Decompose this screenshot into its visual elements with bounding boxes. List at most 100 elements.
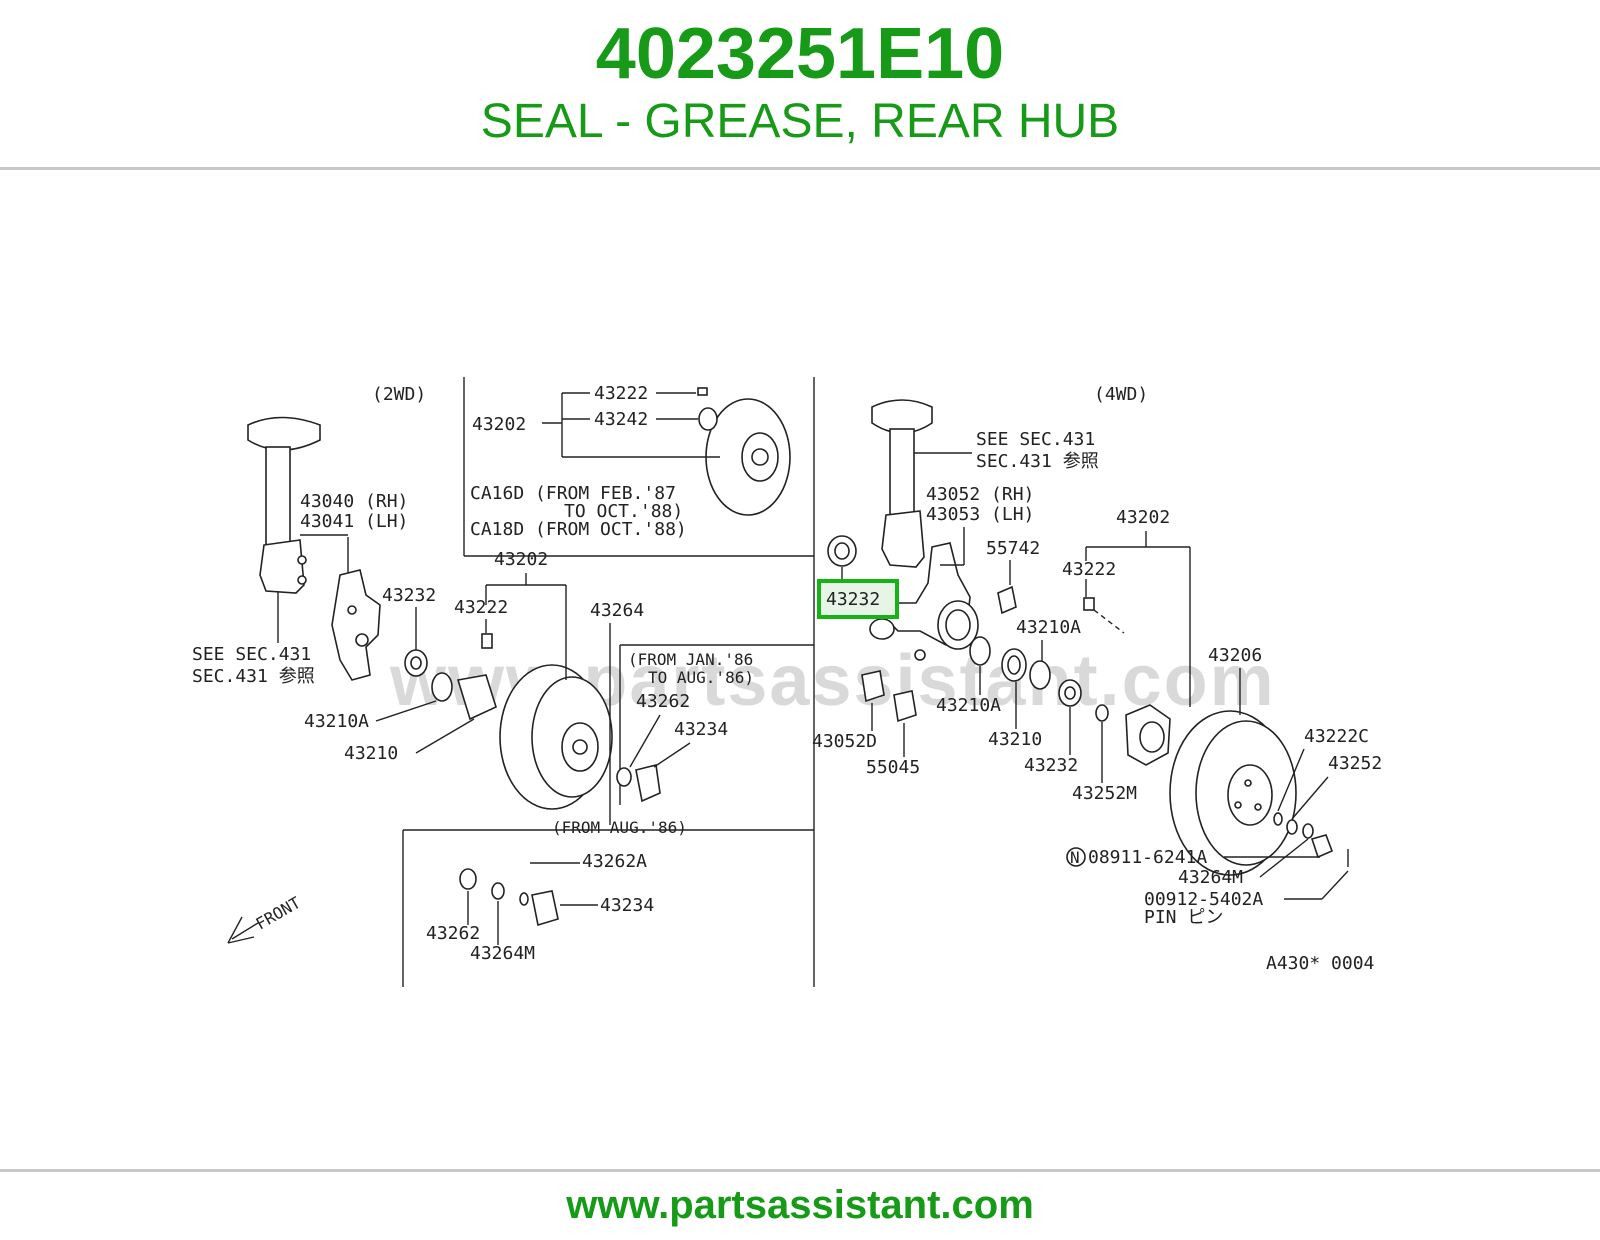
seal-target-inner (834, 542, 850, 560)
snap-ring-2wd (431, 672, 453, 702)
label-43232-2wd: 43232 (382, 585, 436, 606)
leader-43222c (1277, 748, 1305, 812)
label-43041: 43041 (LH) (300, 511, 408, 532)
label-43210-4wd: 43210 (988, 729, 1042, 750)
stud-2wd (481, 633, 493, 649)
label-43210a-2wd: 43210A (304, 711, 369, 732)
part-description: SEAL - GREASE, REAR HUB (480, 95, 1120, 148)
leader-43210a-2wd (375, 700, 437, 722)
label-43202-4wd: 43202 (1116, 507, 1170, 528)
label-inset-43222: 43222 (594, 383, 648, 404)
footer-divider (0, 1169, 1600, 1172)
label-55045: 55045 (866, 757, 920, 778)
label-see-sec-left-2: SEC.431 参照 (192, 666, 315, 687)
highlight-box[interactable] (817, 579, 899, 619)
leader-43234-box (653, 742, 691, 768)
label-43234-aug: 43234 (600, 895, 654, 916)
label-n-prefix: N (1070, 848, 1080, 867)
label-inset-43202: 43202 (472, 414, 526, 435)
nut-43262-box (616, 767, 632, 787)
label-ca16d-1: CA16D (FROM FEB.'87 (470, 483, 676, 504)
header-divider (0, 167, 1600, 170)
washer-43252m (1095, 704, 1109, 722)
label-43222-2wd: 43222 (454, 597, 508, 618)
drum-4wd (1169, 710, 1297, 876)
footer-site-link[interactable]: www.partsassistant.com (566, 1183, 1034, 1227)
seal-4wd-inner (1064, 686, 1076, 700)
label-43262-aug: 43262 (426, 923, 480, 944)
nut-43262-aug (459, 868, 477, 890)
label-from-aug: (FROM AUG.'86) (552, 818, 687, 837)
label-43264m-4wd: 43264M (1178, 867, 1243, 888)
label-43052d: 43052D (812, 731, 877, 752)
bushing-43052d (861, 670, 885, 703)
snap-ring-4wd-2 (1029, 660, 1051, 690)
strut-2wd (247, 416, 321, 643)
label-43252m: 43252M (1072, 783, 1137, 804)
label-55742: 55742 (986, 538, 1040, 559)
label-43264-2wd: 43264 (590, 600, 644, 621)
label-43210a-4wd-1: 43210A (1016, 617, 1081, 638)
label-4wd: (4WD) (1094, 384, 1148, 405)
bearing-2wd (456, 674, 497, 721)
pin-43262a-aug (519, 892, 529, 906)
label-43232-4wd: 43232 (1024, 755, 1078, 776)
seal-2wd-inner (410, 656, 422, 670)
bushing-55742 (997, 585, 1017, 615)
label-see-sec-right-2: SEC.431 参照 (976, 451, 1099, 472)
washer-43252 (1286, 819, 1298, 835)
label-see-sec-left-1: SEE SEC.431 (192, 644, 311, 665)
part-number-title: 4023251E10 (595, 14, 1005, 94)
label-43234-box: 43234 (674, 719, 728, 740)
label-08911: 08911-6241A (1088, 847, 1207, 868)
label-43052: 43052 (RH) (926, 484, 1034, 505)
label-00912: 00912-5402A (1144, 889, 1263, 910)
label-43210a-4wd-2: 43210A (936, 695, 1001, 716)
snap-ring-4wd-1 (969, 636, 991, 666)
diagram-background (180, 335, 1420, 1015)
label-43222c: 43222C (1304, 726, 1369, 747)
label-43264m-aug: 43264M (470, 943, 535, 964)
cap-43234-box (635, 764, 661, 803)
bearing-4wd-inner (1007, 655, 1021, 675)
washer-43222c (1273, 812, 1283, 826)
label-pin: PIN ピン (1144, 907, 1223, 928)
label-43222-4wd: 43222 (1062, 559, 1116, 580)
washer-43264m-4wd (1302, 823, 1314, 839)
stud-4wd-dash (1093, 609, 1125, 634)
label-from-jan-1: (FROM JAN.'86 (628, 650, 753, 669)
label-see-sec-right-1: SEE SEC.431 (976, 429, 1095, 450)
label-inset-43242: 43242 (594, 409, 648, 430)
label-43053: 43053 (LH) (926, 504, 1034, 525)
drum-2wd (499, 664, 613, 810)
label-from-jan-2: TO AUG.'86) (648, 668, 754, 687)
label-43040: 43040 (RH) (300, 491, 408, 512)
bushing-55045 (893, 690, 917, 723)
parts-diagram-svg: www.partsassistant.com (2WD) SEE SEC.431… (180, 335, 1420, 1015)
cap-43234-aug (531, 890, 559, 927)
knuckle-2wd (331, 537, 381, 681)
label-43202-2wd: 43202 (494, 549, 548, 570)
knuckle-4wd (869, 542, 979, 661)
strut-4wd (871, 399, 933, 568)
label-43210-2wd: 43210 (344, 743, 398, 764)
n-circle (1066, 847, 1086, 867)
leader-00912-d (1321, 870, 1349, 900)
label-43262-box: 43262 (636, 691, 690, 712)
leader-43262-box (629, 714, 661, 768)
parts-diagram: www.partsassistant.com (2WD) SEE SEC.431… (180, 335, 1420, 1015)
label-ca16d-2: TO OCT.'88) (564, 501, 683, 522)
label-43232-highlighted[interactable]: 43232 (826, 589, 880, 610)
nut-08911 (1310, 834, 1334, 859)
rotor-inset (697, 387, 791, 516)
leader-43210-2wd (415, 718, 475, 754)
label-ca18d: CA18D (FROM OCT.'88) (470, 519, 687, 540)
label-ref-code: A430* 0004 (1266, 953, 1374, 974)
label-43252: 43252 (1328, 753, 1382, 774)
hub-4wd (1125, 704, 1171, 766)
leader-43252 (1291, 776, 1329, 820)
label-43206: 43206 (1208, 645, 1262, 666)
washer-43264m-aug (491, 882, 505, 900)
leader-43264m-4wd (1259, 838, 1309, 878)
stud-4wd (1083, 597, 1095, 611)
